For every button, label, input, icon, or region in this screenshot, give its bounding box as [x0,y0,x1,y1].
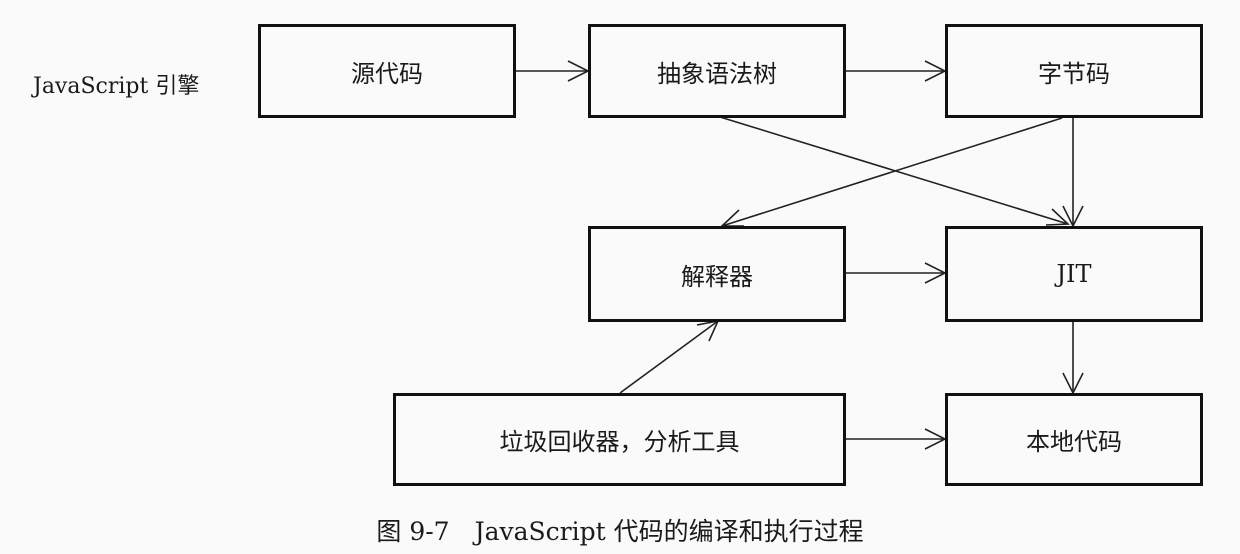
node-source-code: 源代码 [258,24,516,118]
edge-bytecode-to-interpreter [719,117,1063,227]
edge-interpreter-to-jit [846,262,947,284]
figure-caption: 图 9-7 JavaScript 代码的编译和执行过程 [376,517,864,546]
edge-source-to-ast [515,60,590,82]
edge-jit-to-native [1062,321,1084,395]
edge-ast-to-jit [719,116,1070,226]
edge-ast-to-bytecode [845,60,947,82]
node-gc-profiler: 垃圾回收器，分析工具 [393,393,846,486]
edge-gc-to-native [846,428,947,450]
node-native-code: 本地代码 [945,393,1203,486]
node-ast: 抽象语法树 [588,24,846,118]
node-interpreter: 解释器 [588,226,846,322]
edge-bytecode-to-jit [1062,118,1084,228]
node-bytecode: 字节码 [945,24,1203,118]
engine-label: JavaScript 引擎 [33,74,200,99]
edge-gc-to-interpreter [619,319,720,394]
node-jit: JIT [945,226,1203,322]
